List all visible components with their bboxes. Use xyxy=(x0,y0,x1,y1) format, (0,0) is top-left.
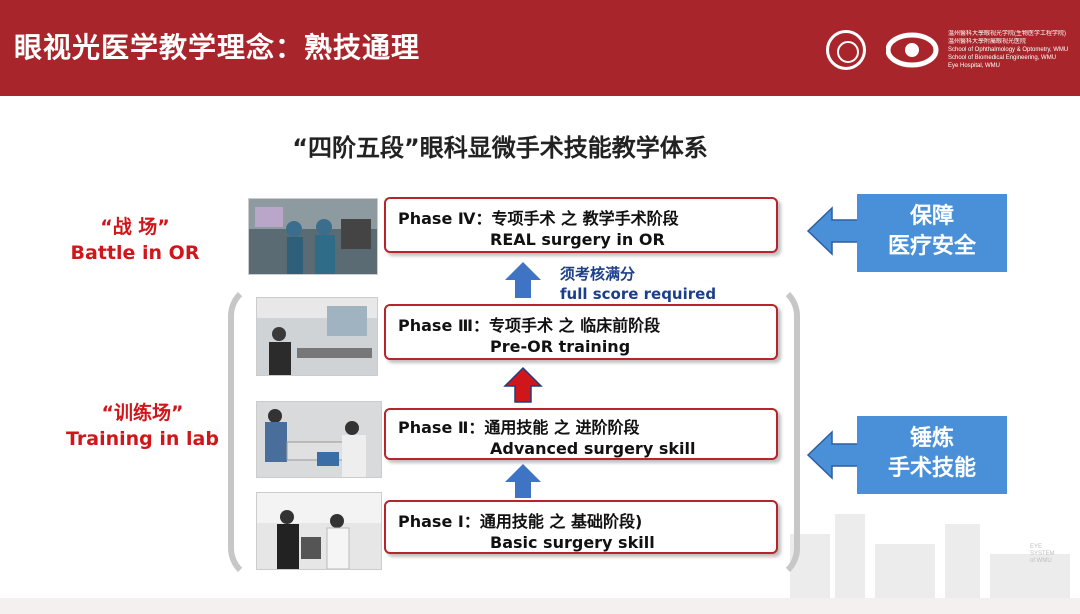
eye-hospital-logo xyxy=(886,32,939,68)
institution-name-line: Eye Hospital, WMU xyxy=(948,63,1001,69)
phase-2-subtitle: Advanced surgery skill xyxy=(490,439,696,458)
arrow-left-icon xyxy=(806,206,860,256)
arrow-up-blue-icon xyxy=(505,464,541,498)
requirement-en: full score required xyxy=(560,285,717,303)
phase-3-subtitle: Pre-OR training xyxy=(490,337,631,356)
training-label: “训练场” Training in lab xyxy=(60,400,225,452)
skill-callout-line1: 锤炼 xyxy=(909,426,954,451)
page-title: 眼视光医学教学理念：熟技通理 xyxy=(14,31,421,64)
requirement-cn: 须考核满分 xyxy=(560,265,636,283)
institution-names: 温州醫科大學眼视光学院(生物医学工程学院) 温州醫科大學附屬眼视光医院 Scho… xyxy=(948,30,1076,70)
training-label-cn: “训练场” xyxy=(101,402,184,424)
training-bracket xyxy=(228,282,800,582)
battle-label: “战 场” Battle in OR xyxy=(60,214,210,266)
operating-room-photo xyxy=(248,198,378,275)
phase-1-title: Phase Ⅰ：通用技能 之 基础阶段) xyxy=(398,512,643,531)
watermark-line: SYSTEM xyxy=(1030,551,1055,557)
header-bar: 眼视光医学教学理念：熟技通理 温州醫科大學眼视光学院(生物医学工程学院) 温州醫… xyxy=(0,0,1080,96)
arrow-up-blue-icon xyxy=(505,262,541,298)
institution-name-line: School of Biomedical Engineering, WMU xyxy=(948,55,1057,61)
skill-callout-line2: 手术技能 xyxy=(887,456,976,481)
skill-callout: 锤炼 手术技能 xyxy=(857,416,1007,494)
footer-strip xyxy=(0,598,1080,614)
diagram-title: “四阶五段”眼科显微手术技能教学体系 xyxy=(292,134,708,162)
university-seal-logo xyxy=(826,30,866,70)
training-classroom-photo xyxy=(256,297,378,376)
lab-practice-photo xyxy=(256,401,382,478)
watermark-line: of WMU xyxy=(1030,558,1052,564)
institution-name-line: 温州醫科大學眼视光学院(生物医学工程学院) xyxy=(948,31,1066,37)
phase-4-title: Phase Ⅳ：专项手术 之 教学手术阶段 xyxy=(398,209,679,228)
phase-3-title: Phase Ⅲ：专项手术 之 临床前阶段 xyxy=(398,316,661,335)
safety-callout-line2: 医疗安全 xyxy=(887,234,976,259)
phase-2-title: Phase Ⅱ：通用技能 之 进阶阶段 xyxy=(398,418,640,437)
phase-1-box: Phase Ⅰ：通用技能 之 基础阶段) Basic surgery skill xyxy=(384,500,778,554)
phase-1-subtitle: Basic surgery skill xyxy=(490,533,655,552)
phase-4-subtitle: REAL surgery in OR xyxy=(490,230,665,249)
safety-callout-line1: 保障 xyxy=(909,204,954,229)
watermark-line: EYE xyxy=(1030,544,1043,550)
requirement-note: 须考核满分 full score required xyxy=(560,264,716,304)
arrow-up-red-icon xyxy=(503,366,543,403)
arrow-left-icon xyxy=(806,430,860,480)
battle-label-cn: “战 场” xyxy=(100,216,170,238)
training-label-en: Training in lab xyxy=(66,428,219,450)
watermark-text: EYE SYSTEM of WMU xyxy=(1030,544,1055,565)
institution-name-line: School of Ophthalmology & Optometry, WMU xyxy=(948,47,1069,53)
phase-4-box: Phase Ⅳ：专项手术 之 教学手术阶段 REAL surgery in OR xyxy=(384,197,778,253)
phase-2-box: Phase Ⅱ：通用技能 之 进阶阶段 Advanced surgery ski… xyxy=(384,408,778,460)
institution-name-line: 温州醫科大學附屬眼视光医院 xyxy=(948,39,1027,45)
phase-3-box: Phase Ⅲ：专项手术 之 临床前阶段 Pre-OR training xyxy=(384,304,778,360)
safety-callout: 保障 医疗安全 xyxy=(857,194,1007,272)
teaching-demo-photo xyxy=(256,492,382,570)
battle-label-en: Battle in OR xyxy=(70,242,200,264)
